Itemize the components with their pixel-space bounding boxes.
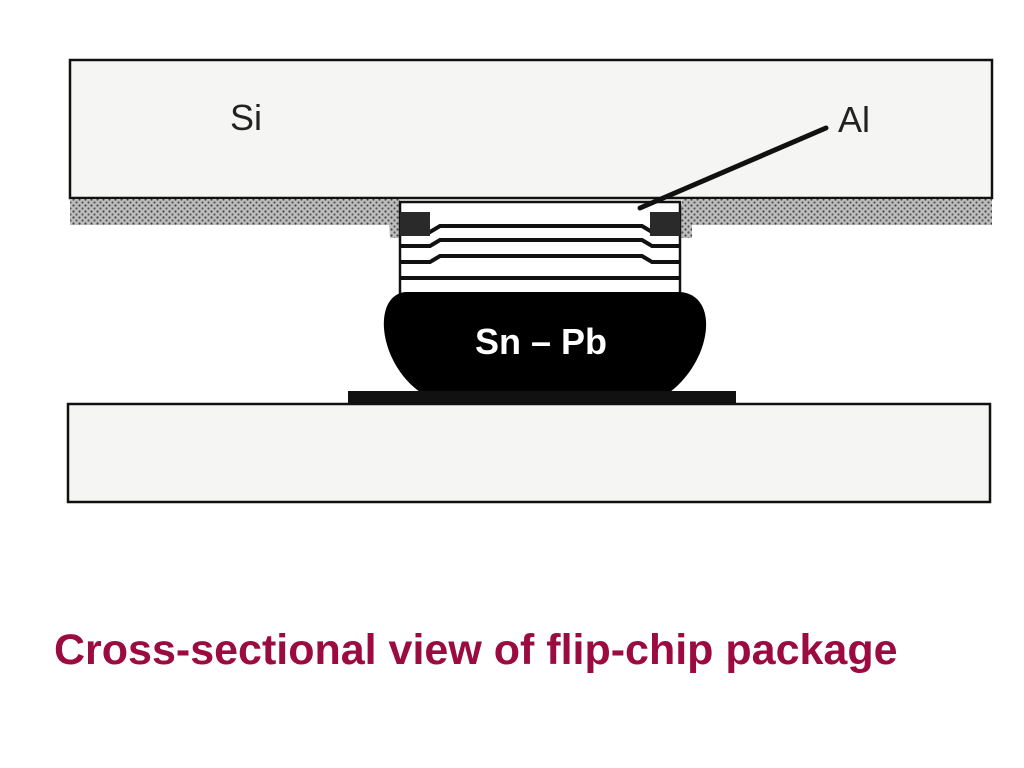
al-pad-right (650, 212, 680, 236)
silicon-chip (68, 58, 994, 200)
substrate (66, 402, 992, 504)
solder-label: Sn – Pb (475, 321, 607, 362)
al-label: Al (838, 99, 870, 140)
passivation-layer-right (682, 199, 992, 225)
passivation-layer-left (70, 199, 400, 225)
ubm-stack (398, 200, 682, 296)
solder-bump (383, 292, 707, 392)
substrate-pad (348, 391, 736, 405)
al-pad-left (400, 212, 430, 236)
flip-chip-diagram: Si Al Sn – Pb (66, 58, 994, 504)
al-leader-line (637, 125, 829, 211)
passivation-step-right (678, 205, 692, 238)
si-label: Si (230, 97, 262, 138)
passivation-step-left (388, 205, 402, 238)
figure-caption: Cross-sectional view of flip-chip packag… (54, 626, 898, 674)
